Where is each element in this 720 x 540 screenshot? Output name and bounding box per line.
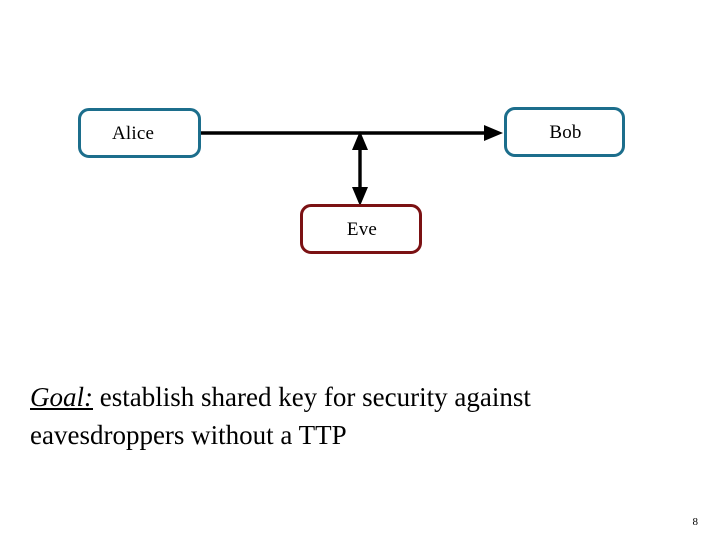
arrowhead-right-into-bob [484, 125, 503, 141]
goal-statement-lead: Goal: [30, 382, 93, 412]
diagram-node-alice: Alice [78, 108, 201, 158]
diagram-node-eve: Eve [300, 204, 422, 254]
diagram-node-bob-label: Bob [549, 121, 582, 143]
diagram-node-alice-label: Alice [112, 122, 155, 144]
goal-statement-lead-word: Goal [30, 382, 84, 412]
arrowhead-up-to-channel [352, 131, 368, 150]
goal-statement: Goal: establish shared key for security … [30, 378, 690, 455]
goal-statement-body: establish shared key for security agains… [30, 382, 531, 451]
diagram-node-bob: Bob [504, 107, 625, 157]
arrowhead-down-to-eve [352, 187, 368, 206]
page-number: 8 [692, 516, 699, 528]
goal-statement-lead-colon: : [84, 382, 93, 412]
diagram-node-eve-label: Eve [346, 218, 378, 240]
